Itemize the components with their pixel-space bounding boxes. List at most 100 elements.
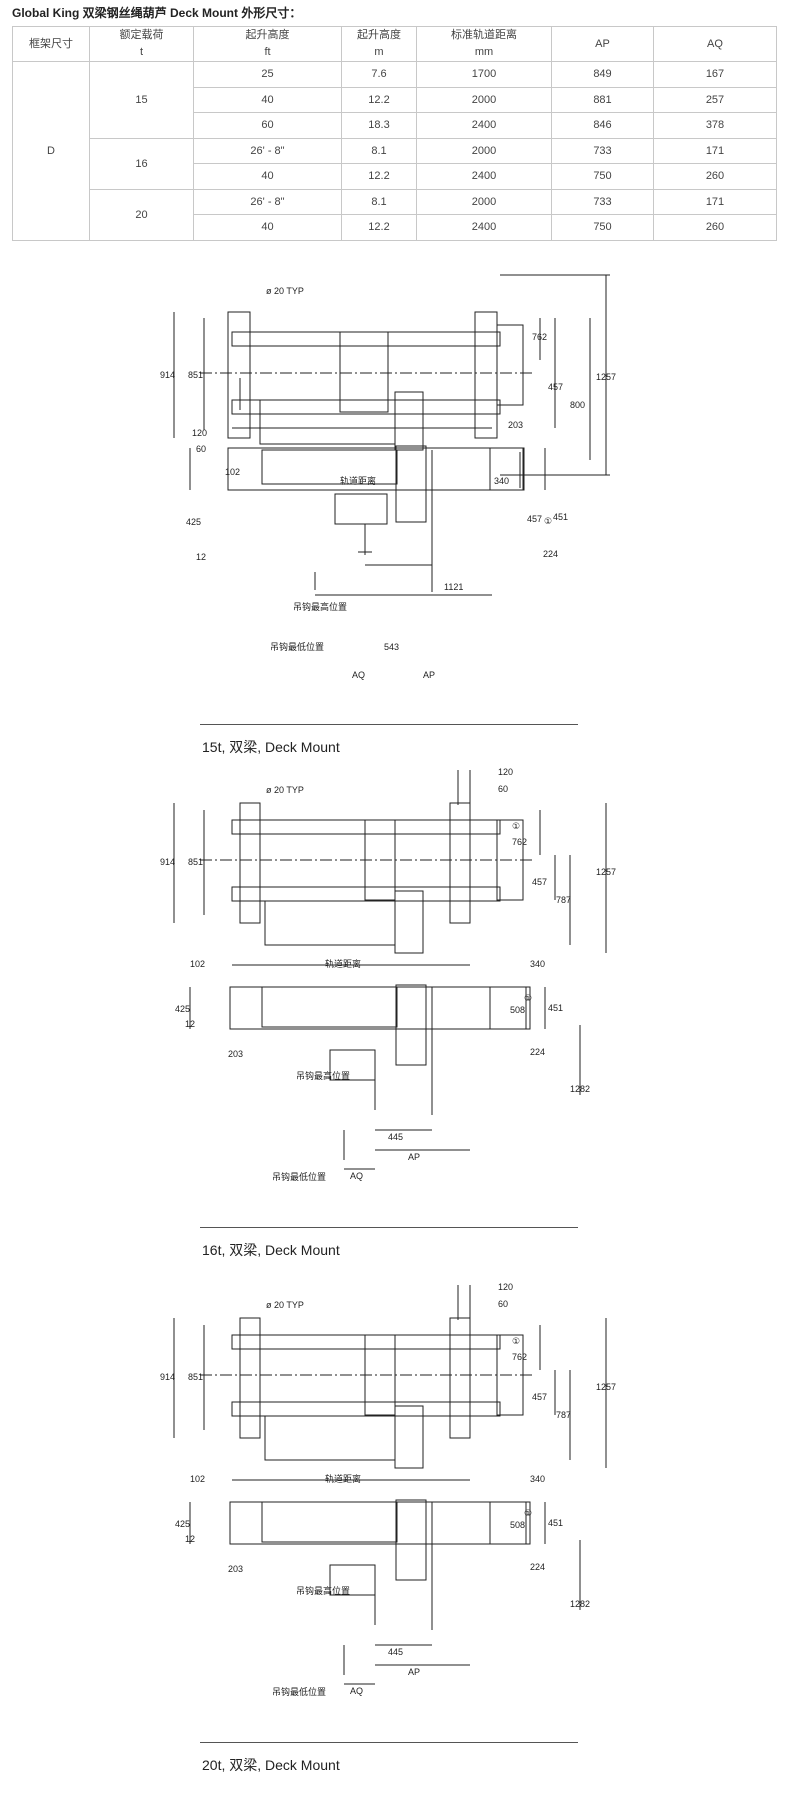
cell-rail: 2400: [416, 112, 552, 139]
label-451: 451: [553, 512, 568, 522]
label-120: 120: [192, 428, 207, 438]
cell-m: 8.1: [341, 137, 417, 164]
table-row: 20 26' - 8" 8.1 2000 733 171: [13, 188, 777, 241]
end-truck-left: [239, 802, 261, 924]
cell-ap: 750: [551, 163, 654, 190]
drawing-20t: ø 20 TYP 914 851 762 457 787 1257 120 60…: [160, 1282, 616, 1697]
end-truck-left: [227, 311, 251, 439]
label-457: 457: [532, 1392, 547, 1402]
beam-lower: [231, 886, 501, 902]
label-425: 425: [186, 517, 201, 527]
cell-ap: 846: [551, 112, 654, 139]
motor-side: [395, 984, 427, 1066]
label-508: 508: [510, 1520, 525, 1530]
rope-drum-side: [261, 986, 398, 1028]
label-circ: ①: [524, 993, 532, 1003]
label-762: 762: [532, 332, 547, 342]
cell-aq: 171: [653, 137, 777, 164]
label-12: 12: [185, 1534, 195, 1544]
label-hook-low: 吊钩最低位置: [272, 1686, 326, 1697]
label-340: 340: [530, 959, 545, 969]
label-851: 851: [188, 1372, 203, 1382]
rope-drum-side: [261, 1501, 398, 1543]
trolley-frame: [339, 331, 389, 413]
drawing-15t: ø 20 TYP 914 851 762 457 800 1257 203 12…: [160, 274, 616, 680]
label-circ-top: ①: [512, 821, 520, 831]
label-787: 787: [556, 1410, 571, 1420]
label-102: 102: [225, 467, 240, 477]
label-ap: AP: [408, 1667, 420, 1677]
motor-side: [395, 1499, 427, 1581]
label-914: 914: [160, 370, 175, 380]
cell-m: 12.2: [341, 163, 417, 190]
label-224: 224: [530, 1562, 545, 1572]
beam-upper: [231, 1334, 501, 1350]
table-row: 40 12.2 2000 881 257: [13, 86, 777, 113]
cell-m: 18.3: [341, 112, 417, 139]
label-60: 60: [498, 1299, 508, 1309]
cell-aq: 378: [653, 112, 777, 139]
cell-load: 15: [89, 61, 194, 139]
cell-ft: 40: [193, 86, 342, 113]
cell-ft: 26' - 8": [193, 137, 342, 164]
end-truck-left: [239, 1317, 261, 1439]
label-203: 203: [228, 1564, 243, 1574]
cell-m: 12.2: [341, 214, 417, 241]
cell-ft: 40: [193, 163, 342, 190]
rail-plate: [496, 324, 524, 406]
cell-rail: 2000: [416, 188, 552, 215]
label-1257: 1257: [596, 867, 616, 877]
motor-top: [394, 391, 424, 451]
col-header-frame: 框架尺寸: [12, 26, 90, 62]
cell-m: 7.6: [341, 61, 417, 88]
label-203: 203: [228, 1049, 243, 1059]
cell-ft: 40: [193, 214, 342, 241]
rope-drum-top: [259, 399, 396, 445]
cell-aq: 167: [653, 61, 777, 88]
label-120: 120: [498, 1282, 513, 1292]
end-plate: [489, 1501, 527, 1545]
end-truck-right: [449, 1317, 471, 1439]
label-aq: AQ: [350, 1171, 363, 1181]
label-851: 851: [188, 370, 203, 380]
end-plate: [489, 986, 527, 1030]
rope-drum-side: [261, 449, 398, 485]
label-1282: 1282: [570, 1084, 590, 1094]
label-hook-high: 吊钩最高位置: [296, 1585, 350, 1596]
label-12: 12: [196, 552, 206, 562]
label-224: 224: [530, 1047, 545, 1057]
beam-lower: [231, 1401, 501, 1417]
label-340: 340: [494, 476, 509, 486]
cell-ft: 25: [193, 61, 342, 88]
cell-aq: 171: [653, 188, 777, 215]
label-1257: 1257: [596, 372, 616, 382]
rope-drum-top: [264, 900, 396, 946]
table-row: D 15 25 7.6 1700 849 167: [12, 61, 777, 241]
label-451: 451: [548, 1518, 563, 1528]
label-hook-high: 吊钩最高位置: [296, 1070, 350, 1081]
label-102: 102: [190, 1474, 205, 1484]
side-beam: [229, 986, 531, 1030]
label-787: 787: [556, 895, 571, 905]
cell-aq: 257: [653, 86, 777, 113]
label-914: 914: [160, 1372, 175, 1382]
caption-divider: [200, 724, 578, 725]
label-203: 203: [508, 420, 523, 430]
label-hole: ø 20 TYP: [266, 286, 304, 296]
end-truck-right: [449, 802, 471, 924]
motor-top: [394, 1405, 424, 1469]
cell-rail: 2000: [416, 137, 552, 164]
label-circ: ①: [544, 516, 552, 526]
cell-ap: 733: [551, 137, 654, 164]
label-hook-low: 吊钩最低位置: [272, 1171, 326, 1182]
label-762: 762: [512, 837, 527, 847]
cell-frame: D: [12, 61, 90, 241]
beam-upper: [231, 331, 501, 347]
caption-20t: 20t, 双梁, Deck Mount: [202, 1757, 340, 1773]
page-title: Global King 双梁钢丝绳葫芦 Deck Mount 外形尺寸：: [12, 6, 302, 20]
label-hole: ø 20 TYP: [266, 785, 304, 795]
label-hole: ø 20 TYP: [266, 1300, 304, 1310]
